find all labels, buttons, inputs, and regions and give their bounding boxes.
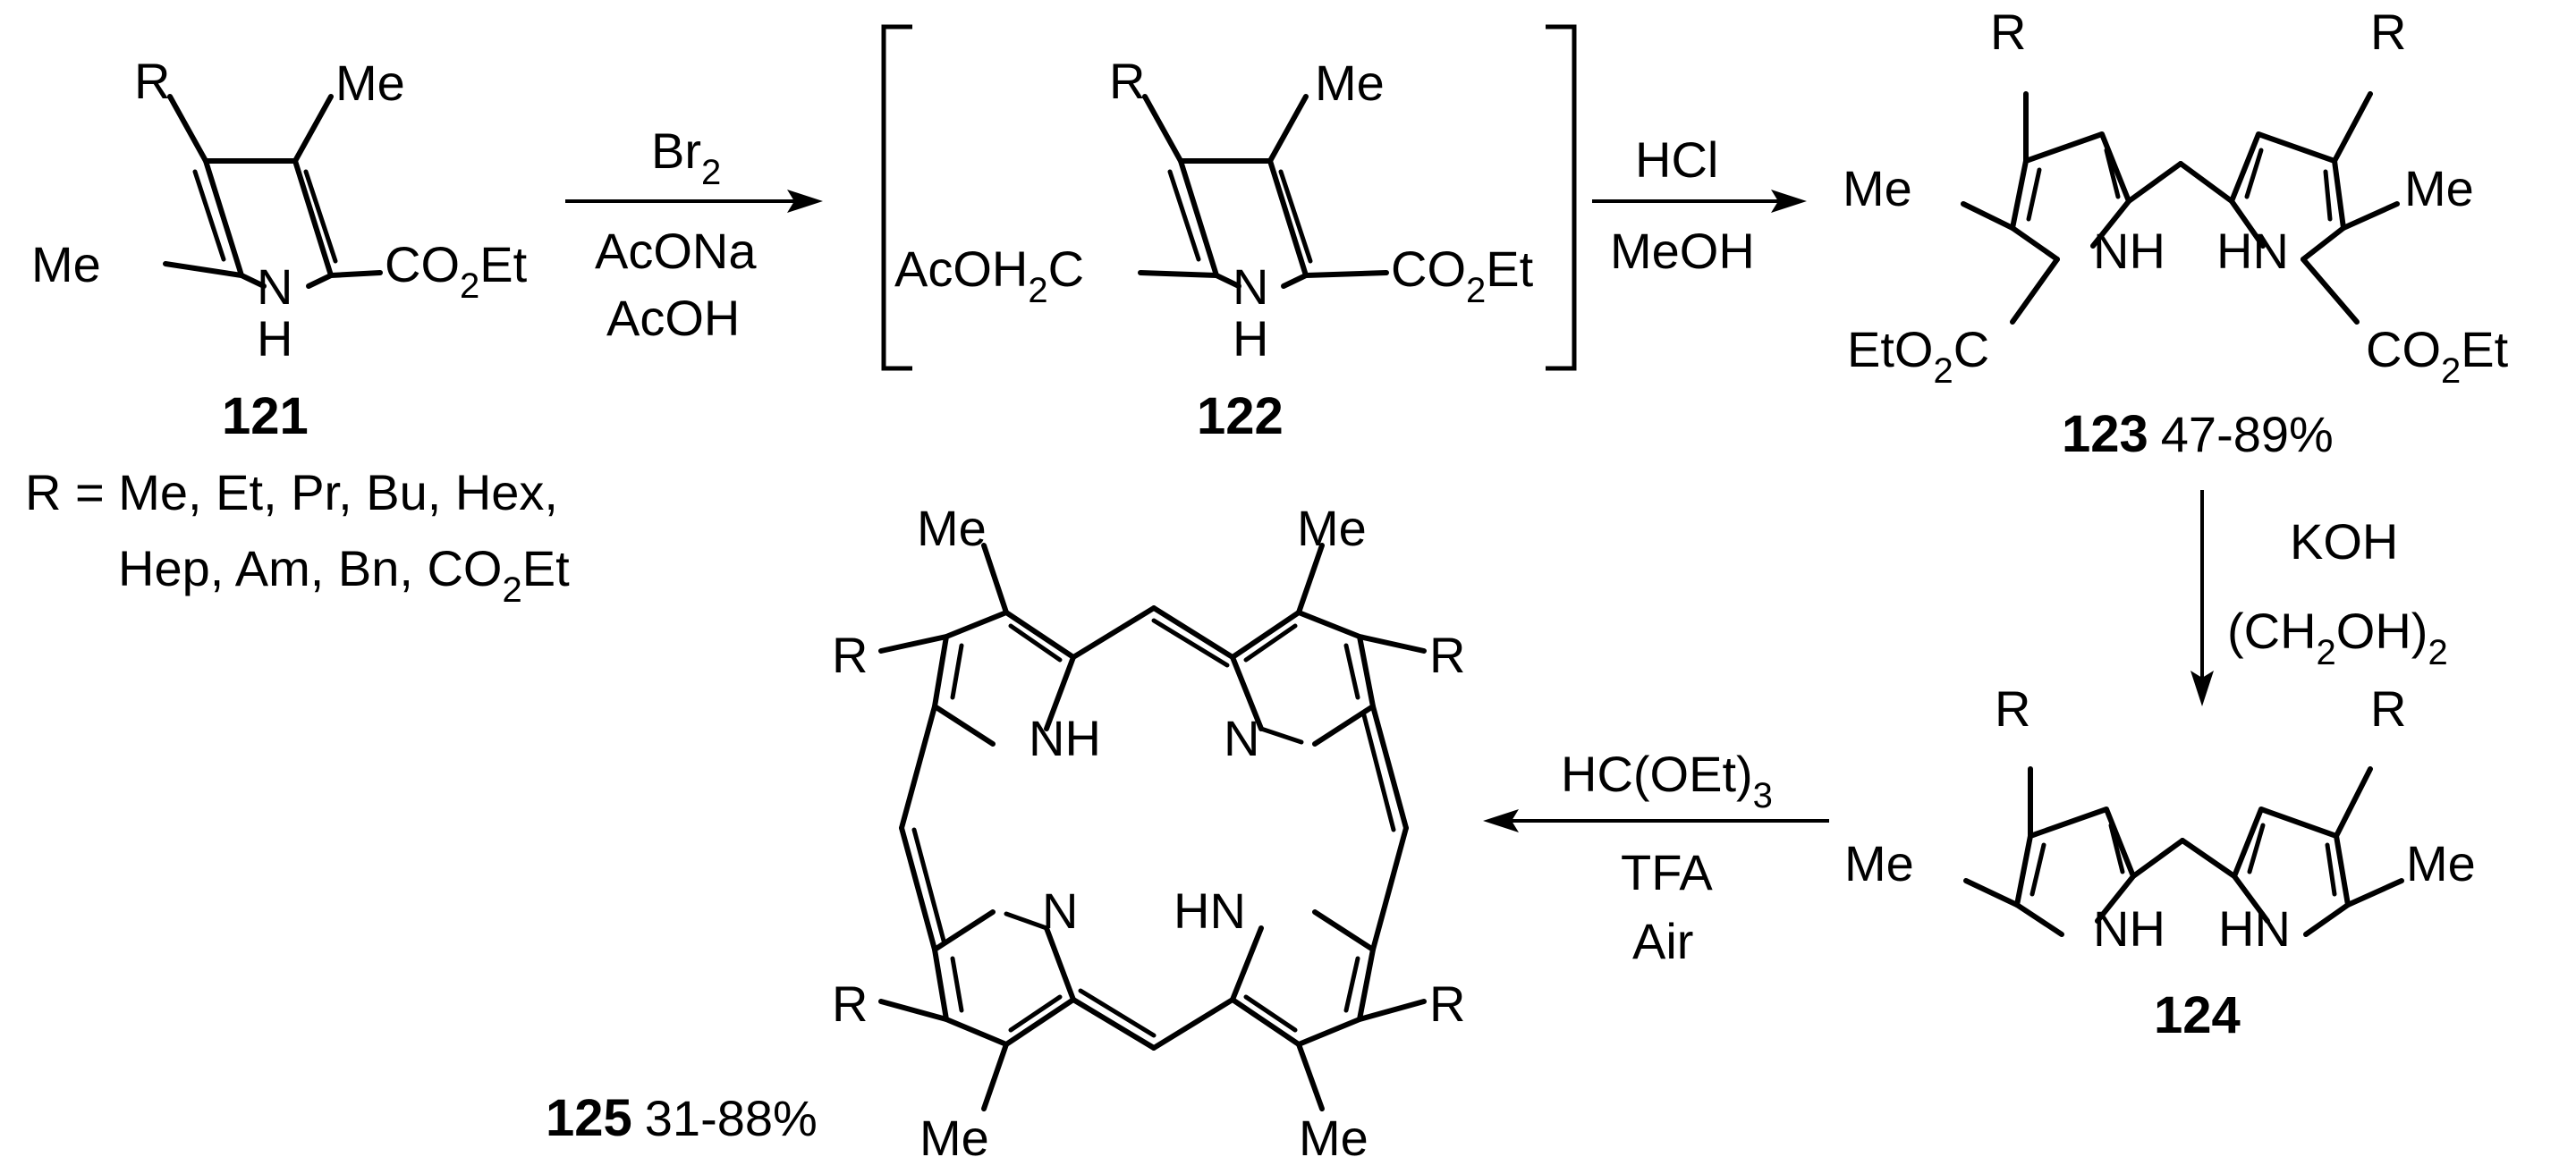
- nh-hydrogen-label: H: [1233, 310, 1268, 367]
- compound-124-left-ring: [1963, 766, 2185, 937]
- r-label: R: [1995, 680, 2030, 737]
- r-label: R: [1429, 976, 1465, 1032]
- right-bracket: [1546, 24, 1577, 371]
- compound-number: 121: [222, 387, 309, 445]
- ester-label: CO2Et: [385, 236, 528, 306]
- reagent-label: AcONa: [595, 223, 757, 279]
- r-label: R: [1429, 627, 1465, 683]
- reagent-label: TFA: [1621, 844, 1713, 900]
- methylene-bridge: [2180, 838, 2237, 879]
- hn-label: HN: [2216, 223, 2289, 279]
- ester-label: EtO2C: [1847, 321, 1989, 391]
- compound-number: 122: [1197, 387, 1284, 445]
- r-group-list: R = Me, Et, Pr, Bu, Hex,: [25, 464, 558, 520]
- hn-label: HN: [2218, 900, 2291, 957]
- reaction-arrow-step4: [1483, 809, 1829, 832]
- ester-label: CO2Et: [1391, 241, 1534, 310]
- methyl-label: Me: [919, 1110, 989, 1166]
- r-label: R: [832, 976, 868, 1032]
- reagent-label: AcOH: [606, 290, 740, 346]
- acetoxymethyl-label: AcOH2C: [894, 241, 1084, 310]
- nh-label: NH: [1029, 710, 1101, 766]
- methyl-label: Me: [2406, 835, 2476, 891]
- nh-nitrogen-label: N: [1233, 258, 1268, 315]
- r-label: R: [832, 627, 868, 683]
- reagent-label: KOH: [2290, 513, 2398, 570]
- compound-123-right-ring: [2229, 91, 2400, 325]
- reagent-label: Br2: [651, 122, 721, 192]
- n-label: N: [1042, 883, 1078, 939]
- nh-label: NH: [2093, 900, 2165, 957]
- r-label: R: [134, 53, 170, 109]
- reagent-label: (CH2OH)2: [2227, 603, 2448, 672]
- porphyrin-skeleton: [878, 543, 1427, 1111]
- r-label: R: [2370, 680, 2406, 737]
- reaction-arrow-step3: [2190, 490, 2214, 706]
- compound-123-left-ring: [1961, 91, 2183, 325]
- reagent-label: MeOH: [1610, 223, 1755, 279]
- compound-122: R Me AcOH2C N H CO2Et 122: [881, 24, 1577, 445]
- left-bracket: [881, 24, 912, 371]
- compound-124-right-ring: [2232, 766, 2404, 937]
- r-label: R: [2370, 4, 2406, 60]
- reagent-label: Air: [1632, 913, 1693, 969]
- ester-label: CO2Et: [2366, 321, 2509, 391]
- methyl-label: Me: [1315, 55, 1385, 111]
- r-label: R: [1109, 53, 1145, 109]
- methyl-label: Me: [1297, 500, 1367, 556]
- reaction-arrow-step2: [1592, 190, 1807, 213]
- methyl-label: Me: [1844, 835, 1914, 891]
- methyl-label: Me: [1843, 160, 1912, 216]
- methyl-label: Me: [31, 236, 101, 292]
- methyl-label: Me: [2404, 160, 2474, 216]
- compound-number: 124: [2154, 986, 2241, 1044]
- methyl-label: Me: [335, 55, 405, 111]
- nh-nitrogen-label: N: [257, 258, 292, 315]
- nh-label: NH: [2093, 223, 2165, 279]
- r-label: R: [1990, 4, 2026, 60]
- nh-hydrogen-label: H: [257, 310, 292, 367]
- compound-122-ring: [1138, 94, 1389, 289]
- reagent-label: HC(OEt)3: [1561, 746, 1773, 815]
- methyl-label: Me: [917, 500, 987, 556]
- methylene-bridge: [2178, 161, 2234, 204]
- compound-121-ring: [163, 94, 383, 289]
- compound-121: R Me Me N H CO2Et 121 R = Me, Et, Pr, Bu…: [25, 53, 570, 610]
- r-group-list: Hep, Am, Bn, CO2Et: [118, 540, 570, 610]
- n-label: N: [1224, 710, 1259, 766]
- hn-label: HN: [1174, 883, 1246, 939]
- reaction-arrow-step1: [565, 190, 823, 213]
- compound-124: R R Me Me NH HN 124: [1844, 680, 2476, 1044]
- methyl-label: Me: [1299, 1110, 1368, 1166]
- reagent-label: HCl: [1635, 131, 1718, 188]
